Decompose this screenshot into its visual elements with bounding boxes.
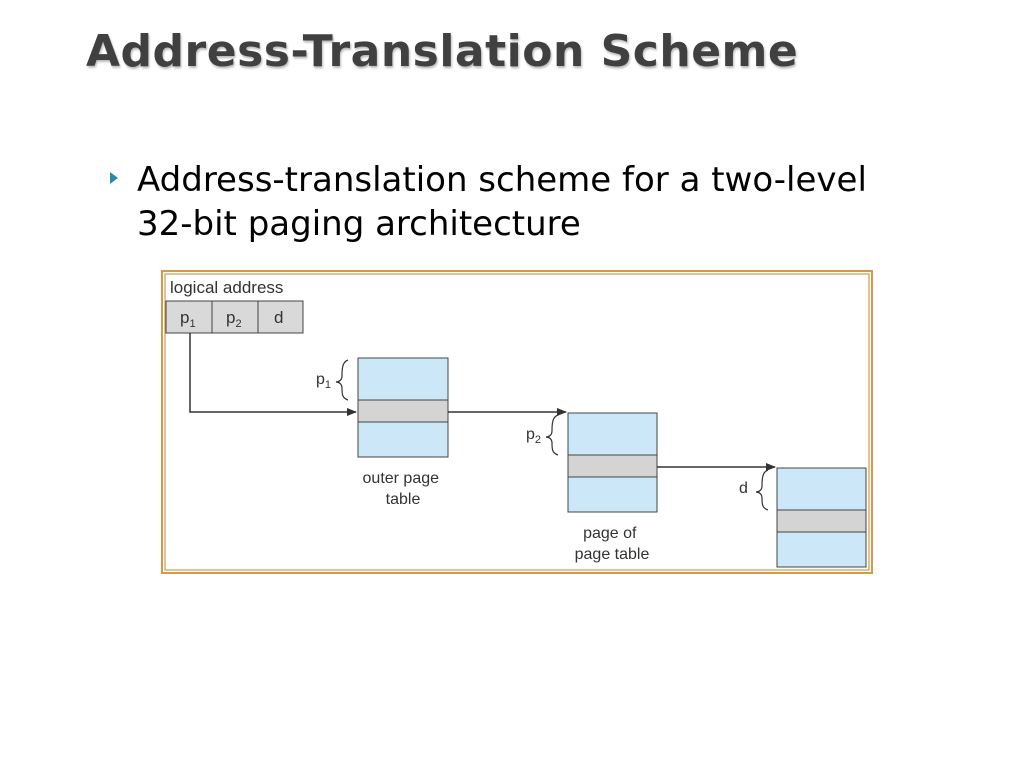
- field-d-label: d: [274, 308, 283, 327]
- brace-p1-label: p1: [316, 371, 331, 391]
- diagram-frame-inner: [164, 273, 870, 571]
- brace-p2-label: p2: [526, 426, 541, 446]
- outer-table-label: outer page table: [363, 470, 444, 508]
- page-of-page-table: [567, 412, 658, 513]
- field-d-box: [257, 300, 304, 334]
- page-table-label: page of page table: [575, 525, 650, 563]
- brace-p1-icon: [335, 359, 349, 401]
- slide-title: Address-Translation Scheme: [86, 26, 799, 77]
- logical-address-label: logical address: [170, 278, 283, 297]
- page-table-entry: [567, 454, 658, 478]
- field-p1-box: [165, 300, 213, 334]
- address-translation-diagram: logical address p1 p2 d p1 outer page ta…: [161, 270, 873, 574]
- field-p2-box: [211, 300, 259, 334]
- bullet-text: Address-translation scheme for a two-lev…: [137, 160, 867, 244]
- memory-page-entry: [776, 509, 867, 533]
- brace-p2-icon: [545, 414, 559, 456]
- outer-page-table: [357, 357, 449, 458]
- logical-address-fields: p1 p2 d: [165, 300, 304, 334]
- outer-table-entry: [357, 399, 449, 423]
- field-p1-label: p1: [180, 308, 196, 330]
- diagram-canvas: logical address p1 p2 d p1 outer page ta…: [161, 270, 873, 574]
- arrow-p1-to-outer-table: [189, 333, 357, 416]
- memory-page: [776, 467, 867, 568]
- brace-d-label: d: [739, 480, 748, 497]
- field-p2-label: p2: [226, 308, 242, 330]
- triangle-bullet-icon: [110, 172, 118, 184]
- brace-d-icon: [755, 469, 769, 511]
